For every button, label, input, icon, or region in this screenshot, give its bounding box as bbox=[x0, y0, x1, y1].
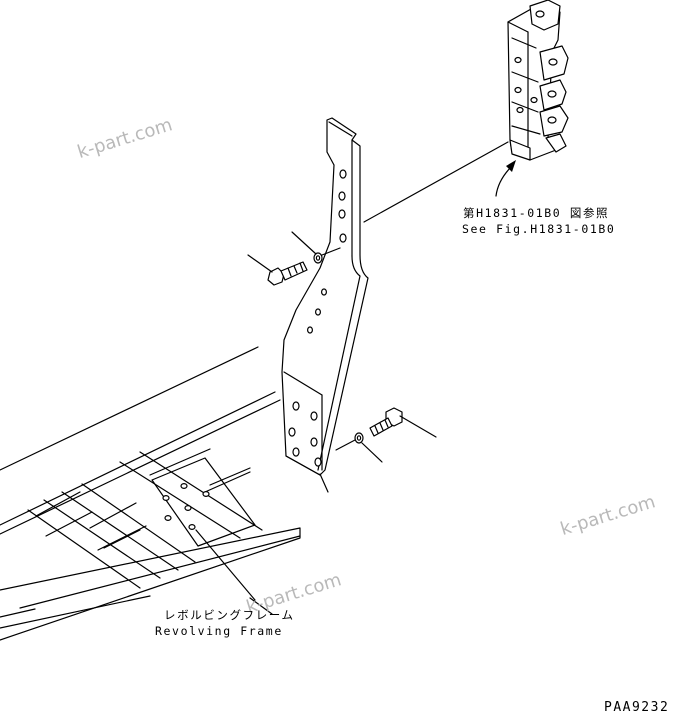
reference-label-en: See Fig.H1831-01B0 bbox=[462, 222, 616, 236]
valve-assembly bbox=[507, 0, 569, 161]
revolving-frame bbox=[0, 346, 301, 641]
lower-washer bbox=[335, 432, 383, 463]
frame-label-en: Revolving Frame bbox=[155, 624, 283, 638]
upper-bolt bbox=[247, 254, 308, 286]
drawing-code: PAA9232 bbox=[604, 700, 670, 715]
lower-bolt bbox=[369, 407, 437, 438]
valve-leader-line bbox=[363, 141, 509, 223]
frame-label-leader bbox=[249, 597, 273, 615]
reference-arrow bbox=[495, 160, 516, 197]
upper-washer bbox=[291, 231, 341, 264]
bracket bbox=[281, 117, 369, 493]
reference-label-jp: 第H1831-01B0 図参照 bbox=[463, 206, 610, 220]
frame-label-jp: レボルビングフレーム bbox=[164, 608, 295, 622]
